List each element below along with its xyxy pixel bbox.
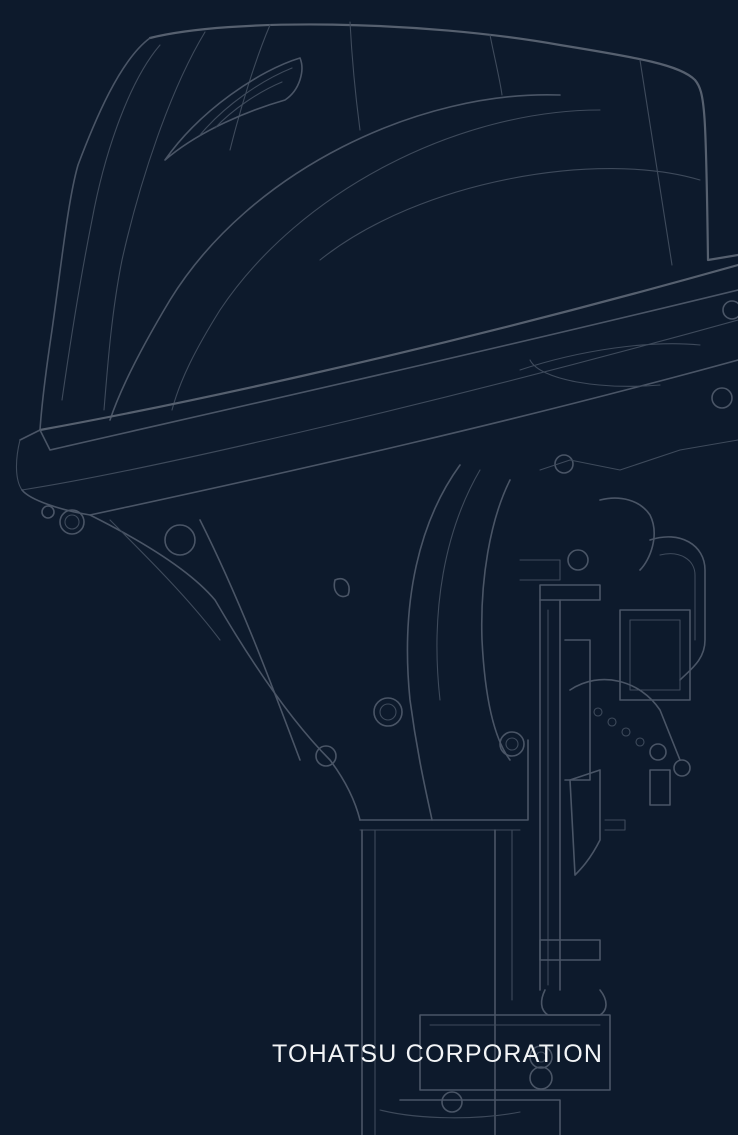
company-name: TOHATSU CORPORATION — [272, 1040, 604, 1068]
